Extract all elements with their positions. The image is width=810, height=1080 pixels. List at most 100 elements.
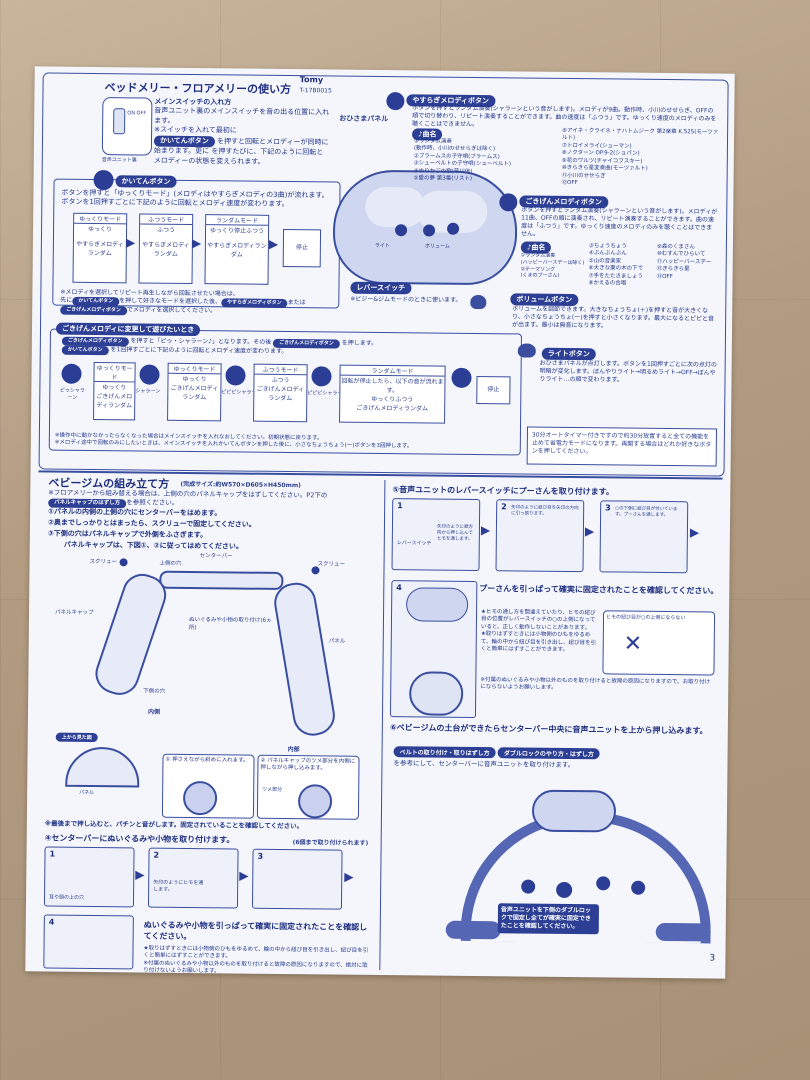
pull-check-title: ぬいぐるみや小物を引っぱって確実に固定されたことを確認してください。: [143, 920, 368, 942]
ohisama-panel[interactable]: [365, 186, 426, 228]
panel-cap-icon: [182, 780, 218, 816]
gokigen-button-icon[interactable]: [61, 363, 82, 384]
step4-panel-3: 3: [251, 848, 343, 910]
yasuragi-button-dot[interactable]: [422, 224, 436, 237]
gokigen-button-icon[interactable]: [139, 364, 160, 385]
pooh-check-title: プーさんを引っぱって確実に固定されたことを確認してください。: [479, 584, 719, 596]
wrong-example: ヒモの紐び目が○の上側にならない ✕: [602, 610, 716, 676]
assembly-step3b: パネルキャップは、下図①、②に従ってはめてください。: [63, 540, 243, 551]
cap-tip-2: ② パネルキャップのツメ部分を内側に押しながら押し込みます。 ツメ部分: [256, 754, 360, 820]
step4-panel-2: 2 矢印のようにヒモを通します。: [147, 847, 239, 909]
arrow-icon: ▶: [344, 869, 354, 884]
cap-final-note: ※最後まで押し込むと、パチンと音がします。固定されていることを確認してください。: [44, 819, 304, 831]
assembly-step1: ①パネルの内側の上側の穴にセンターバーをはめます。: [48, 507, 222, 518]
gokigen-songs-right: ⑨森のくまさん ⑩むすんでひらいて ⑪ハッピーバースデー ⑫きらきら星 ⑬OFF: [656, 243, 712, 280]
auto-timer-note: 30分オートタイマー付きですので約30分放置すると全ての機能を止めて省電力モード…: [526, 426, 718, 467]
pooh-notes: ★ヒモの通し方を間違えていたり、ヒモの紐び目の位置がレバースイッチの○の上側にな…: [480, 609, 597, 654]
cross-icon: ✕: [623, 631, 643, 657]
product-code: T-17B0015: [299, 87, 332, 95]
mode-stop: 停止: [282, 228, 322, 268]
arrow-icon: ▶: [584, 524, 595, 539]
sound-unit: [531, 789, 617, 833]
gk-stop: 停止: [476, 376, 511, 405]
kaiten-button-icon[interactable]: [451, 367, 472, 388]
kaiten-button-dot[interactable]: [394, 224, 408, 237]
sound-unit-back-illustration: ON OFF: [101, 97, 153, 156]
volume-desc: ボリュームを調節できます。大きなちょうちょ(＋)を押すと音が大きくなり、小さなち…: [512, 305, 715, 330]
step5-title: ⑤音声ユニットのレバースイッチにプーさんを取り付けます。: [392, 485, 614, 497]
assembly-step3: ③下側の穴はパネルキャップで外側をふさぎます。: [47, 529, 208, 540]
gokigen-mode-row: ピゥシャラーン ゆっくりモード ゆっくり ごきげんメロディランダム シャラーン …: [60, 361, 517, 437]
kaiten-description: ボタンを押すと「ゆっくりモード」(メロディはやすらぎメロディの3曲)が流れます。…: [61, 188, 329, 209]
kaiten-button-icon[interactable]: [225, 365, 246, 386]
panel-cap-icon: [297, 784, 333, 819]
step4-panel-1: 1 耳や頭の上の穴: [43, 846, 135, 908]
mode-random: ランダムモード ゆっくり停止ふつう やすらぎメロディランダム: [204, 214, 270, 285]
switch-state-text: ON OFF: [127, 110, 147, 117]
step6-links: ベルトの取り付け・取りはずし方 ダブルロックのやり方・はずし方: [393, 746, 600, 760]
pooh-toy-icon: [408, 671, 464, 716]
arrow-icon: ▶: [239, 868, 249, 883]
gk-mode-2: ゆっくりモード ゆっくり ごきげんメロディランダム: [167, 362, 222, 422]
arrow-icon: ▶: [135, 867, 145, 882]
light-header: ライトボタン: [541, 347, 596, 361]
column-divider: [379, 480, 386, 971]
final-check-box: 音声ユニットを下側のダブルロックで固定し全てが確実に固定できたことを確認してくだ…: [497, 903, 600, 935]
gokigen-desc: ボタンを押すとランダム演奏(シャラーンという音がします)。メロディが11曲、OF…: [520, 206, 718, 238]
cap-tip-1: ① 押さえながら斜めに入れます。: [161, 753, 255, 819]
kaiten-header: かいてんボタン: [115, 175, 177, 188]
yasuragi-songs-right: ⑥アイネ・クライネ・ナハトムジーク 第2楽章 K.525(モーツァルト) ⑦トロ…: [561, 127, 719, 187]
gokigen-button-icon[interactable]: [499, 193, 518, 212]
hanging-toy: [596, 876, 611, 891]
light-desc: おひさまパネルが点灯します。ボタンを1回押すごとに次の点灯の明暗が変化します。ぼ…: [539, 359, 717, 384]
main-switch-text: 音声ユニット裏のメインスイッチを音の出る位置に入れます。: [154, 107, 330, 125]
main-switch-block: メインスイッチの入れ方 音声ユニット裏のメインスイッチを音の出る位置に入れます。…: [154, 98, 330, 168]
pull-check-notes: ★取りはずすときには小物側のひもをゆるめて、輪の中から紐び目を引き出し、紐び目を…: [143, 945, 369, 975]
step4-panel-4: 4: [43, 914, 134, 970]
kaiten-button-icon[interactable]: [311, 366, 332, 387]
gokigen-songs-mid: ③ちょうちょう ④ぶんぶんぶん ⑤山の音楽家 ⑥大きな栗の木の下で ⑦手をたたき…: [588, 243, 644, 287]
step5-panel-3: 3 ○の下側に紐び目が付いています。プーさんを通します。: [599, 500, 689, 574]
mode-normal: ふつうモード ふつう やすらぎメロディランダム: [138, 213, 194, 285]
double-lock-link[interactable]: ダブルロックのやり方・はずし方: [497, 747, 600, 760]
brand-logo: Tomy: [299, 75, 324, 85]
gym-foot: [655, 922, 711, 942]
step5-panel-4: 4: [389, 580, 478, 719]
arrow-icon: ▶: [191, 236, 202, 251]
yasuragi-button-icon[interactable]: [386, 92, 405, 111]
arrow-icon: ▶: [268, 236, 279, 251]
assembly-size: (完成サイズ:約W570×D605×H450mm): [180, 480, 301, 490]
arrow-icon: ▶: [480, 523, 491, 538]
step5-panels: 1 レバースイッチ 矢印のように順方向から押し込んでヒモを通します。 ▶ 2 矢…: [391, 498, 723, 574]
volume-header: ボリュームボタン: [510, 293, 579, 307]
arrow-icon: ▶: [125, 235, 136, 250]
left-panel: [90, 568, 172, 701]
right-panel: [271, 579, 338, 739]
hanging-toy: [556, 881, 573, 899]
instruction-sheet: ベッドメリー・フロアメリーの使い方 Tomy T-17B0015 ON OFF …: [25, 66, 735, 979]
unit-back-caption: 音声ユニット裏: [101, 157, 137, 164]
mode-slow: ゆっくりモード ゆっくり やすらぎメロディランダム: [72, 212, 128, 284]
step6-ref: を参考にして、センターバーに音声ユニットを取り付けます。: [393, 759, 575, 770]
assembly-step4: ④センターバーにぬいぐるみや小物を取り付けます。: [44, 833, 235, 845]
ohisama-label: おひさまパネル: [339, 114, 389, 124]
gokigen-button-dot[interactable]: [447, 222, 460, 235]
sound-unit-icon: [405, 587, 469, 622]
belt-link[interactable]: ベルトの取り付け・取りはずし方: [393, 746, 496, 759]
lever-header: レバースイッチ: [350, 281, 412, 295]
kaiten-button-icon[interactable]: [93, 169, 114, 191]
gokigen-songs-left: ①ランダム演奏 (ハッピーバースデーは除く) ②テーマソング (くまのプーさん): [520, 252, 585, 280]
merry-top-illustration: ライト ボリューム: [332, 169, 518, 286]
gym-foot: [445, 920, 501, 940]
center-bar: [159, 570, 284, 590]
kaiten-mode-row: ゆっくりモード ゆっくり やすらぎメロディランダム ▶ ふつうモード ふつう や…: [62, 212, 333, 288]
usage-title: ベッドメリー・フロアメリーの使い方: [104, 81, 292, 97]
gk-mode-4: ランダムモード 回転が停止したら、以下の音が流れます。 ゆっくりふつう ごきげん…: [339, 364, 446, 424]
yasuragi-songs-left: ①ランダム演奏 (動作時、小川のせせらぎは除く) ②ブラームスの子守唄(ブラーム…: [413, 138, 512, 183]
step6-title: ⑥ベビージムの土台ができたらセンターバー中央に音声ユニットを上から押し込みます。: [389, 723, 708, 736]
gk-mode-3: ふつうモード ふつう ごきげんメロディランダム: [253, 363, 308, 423]
hanging-toy: [521, 879, 536, 894]
arrow-icon: ▶: [689, 525, 700, 540]
screw-icon: [119, 558, 128, 567]
main-switch[interactable]: [113, 108, 126, 135]
